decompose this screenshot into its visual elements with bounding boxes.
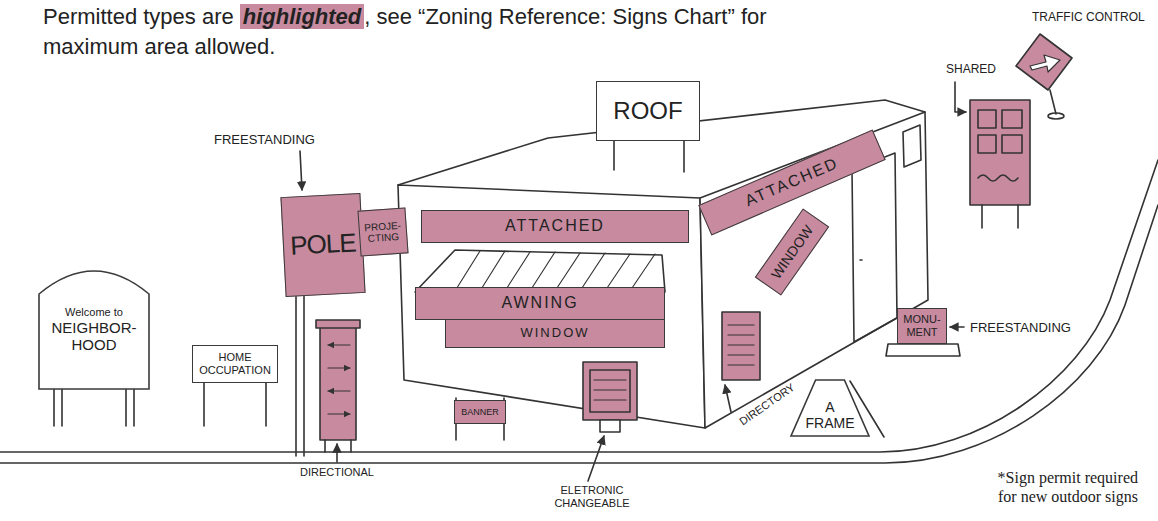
projecting-sign: PROJE- CTING [357,207,408,256]
shared-squiggle [978,175,1018,181]
sign-pole [296,292,304,456]
type-label: FREESTANDING [968,320,1073,336]
sign-base [600,420,620,432]
sign-post [54,388,134,426]
note-text: Permitted types are [43,4,234,29]
pole-sign: POLE [280,193,365,297]
sign-outline [791,380,869,436]
type-label: SHARED [944,62,998,76]
directory-lines [728,325,754,365]
directory-sign [722,312,760,380]
traffic-pole-base [1048,113,1064,119]
header-note: Permitted types arehighlighted, see “Zon… [43,2,853,62]
window-sign: WINDOW [445,319,665,348]
sign-text: ATTACHED [505,217,605,235]
leader-arrow [725,385,731,412]
sign-text: A FRAME [803,399,857,431]
leader-arrow [955,82,966,112]
shared-panel [978,135,996,153]
home-occupation-sign: HOME OCCUPATION [192,345,278,383]
sign-text: NEIGHBOR- HOOD [48,319,140,354]
sign-post [614,141,684,172]
type-label: TRAFFIC CONTROL [1030,10,1147,24]
electronic-screen [590,370,630,412]
directional-sign [320,327,356,440]
type-label: FREESTANDING [212,132,317,148]
sign-text: BANNER [461,407,499,417]
sign-text: ROOF [613,97,682,125]
direction-arrow [328,413,350,414]
attached-sign: ATTACHED [421,210,689,243]
awning-sign: AWNING [415,287,665,320]
a-frame-sign: A FRAME [790,379,870,437]
type-label: DIRECTIONAL [298,466,376,479]
direction-arrow [328,344,350,345]
shared-sign [970,100,1030,205]
sign-post [204,383,266,426]
screen-lines [594,380,626,400]
shared-panel [1002,135,1022,153]
sign-text: HOME OCCUPATION [197,351,273,376]
leader-arrow [950,326,964,328]
direction-arrow [328,367,350,368]
sign-text: PROJE- CTING [363,219,403,245]
roof-sign: ROOF [596,81,700,141]
traffic-pole [1050,90,1056,114]
sign-leg [982,205,1018,228]
banner-sign: BANNER [454,400,506,424]
directional-sign-cap [316,320,360,328]
traffic-arrow [1030,55,1060,72]
neighborhood-sign: Welcome toNEIGHBOR- HOOD [38,270,150,390]
electronic-sign [583,362,637,420]
leader-arrow [300,151,302,190]
sign-outline [39,271,149,389]
sign-text: WINDOW [520,326,589,341]
leader-arrow [588,436,604,481]
monument-sign: MONU- MENT [897,308,947,344]
sign-text: Welcome to [65,306,123,319]
leader-arrow [336,444,338,462]
shared-panel [1002,110,1022,128]
traffic-sign [1016,34,1072,90]
small-window [903,125,921,167]
direction-arrow [328,390,350,391]
awning-stripes [455,251,655,291]
shared-panel [978,110,996,128]
sign-leg [325,440,351,452]
door [852,153,897,342]
sign-text: MONU- MENT [902,313,942,338]
sign-text: POLE [290,228,357,261]
highlight-text: highlighted [240,4,365,29]
type-label: ELETRONIC CHANGEABLE [550,484,634,510]
building-front-wall [398,185,705,428]
sign-text: AWNING [501,294,578,312]
monument-base [886,344,960,356]
door-knob [860,259,862,261]
permit-note: *Sign permit required for new outdoor si… [980,468,1140,506]
